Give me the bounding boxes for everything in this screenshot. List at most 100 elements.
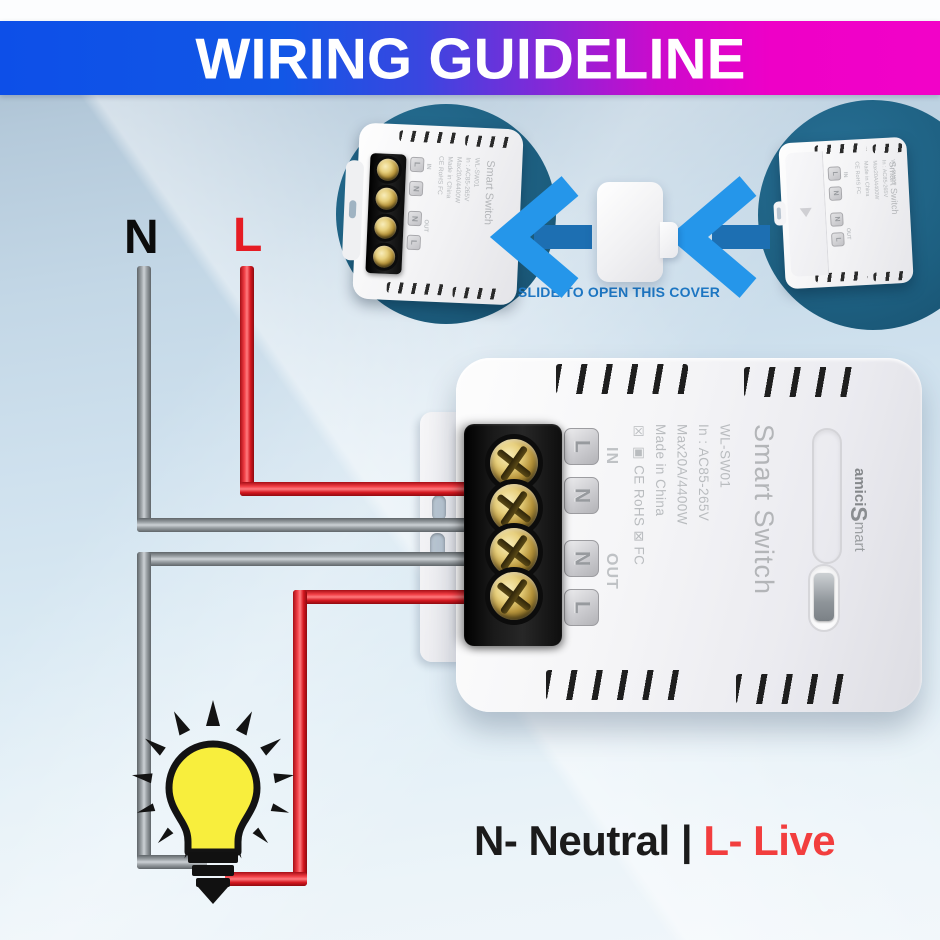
terminal-letter: N <box>831 190 840 197</box>
terminal-pill-out-l: L <box>564 589 599 626</box>
mini-open-terminal-block <box>365 153 407 275</box>
mini-in-label: IN <box>841 171 849 178</box>
mini-spec-text: WL-SW01 In : AC85-265V Max20A/4400W Made… <box>431 156 481 276</box>
mini-terminal-pill: N <box>407 210 423 227</box>
brand-prefix: amici <box>851 468 868 507</box>
top-white-strip <box>0 0 940 21</box>
device-model: WL-SW01 <box>717 424 733 489</box>
mini-open-vents <box>464 135 512 149</box>
mini-out-label: OUT <box>422 219 429 233</box>
mini-closed-vents <box>873 270 908 282</box>
bulb-glass <box>165 740 261 856</box>
terminal-cover <box>784 151 830 277</box>
double-insulation-icon: ▣ <box>631 444 647 461</box>
terminal-letter: L <box>570 440 594 453</box>
device-origin: Made in China <box>653 424 668 517</box>
brand-s: S <box>846 506 872 522</box>
device-groove <box>812 428 842 564</box>
slide-switch-knob <box>814 573 834 621</box>
legend-separator: | <box>680 817 693 864</box>
mini-closed-slot <box>776 207 782 220</box>
title-banner: WIRING GUIDELINE <box>0 21 940 95</box>
mini-terminal-pill: N <box>829 212 844 227</box>
neutral-wire-out-horizontal <box>137 552 470 566</box>
device-vents-bottom <box>736 674 858 704</box>
mini-terminal-pill: L <box>831 232 845 247</box>
terminal-letter: N <box>833 216 841 223</box>
weee-bin-icon: ☒ <box>631 424 647 441</box>
live-wire-out-vertical <box>293 590 307 886</box>
terminal-pill-out-n: N <box>564 540 599 577</box>
device-product-name: Smart Switch <box>749 424 779 596</box>
device-vents-top <box>556 364 688 394</box>
brand-logo: amiciSmart <box>845 468 872 552</box>
live-wire-in-horizontal <box>240 482 470 496</box>
terminal-screw-icon <box>373 216 397 240</box>
brand-suffix: mart <box>851 521 868 552</box>
terminal-pill-in-l: L <box>564 428 599 465</box>
terminal-letter: N <box>411 185 421 192</box>
cover-tab <box>660 222 678 258</box>
device-max-load: Max20A/4400W <box>674 424 690 525</box>
mini-out-label: OUT <box>844 227 852 240</box>
neutral-wire-in-horizontal <box>137 518 470 532</box>
terminal-letter: L <box>570 601 594 614</box>
legend-neutral: N- Neutral <box>474 817 670 864</box>
mini-terminal-pill: L <box>406 234 422 251</box>
terminal-screw-icon <box>372 245 396 269</box>
bulb-screw-base <box>188 852 238 904</box>
live-wire-to-bulb <box>225 872 307 886</box>
mini-terminal-pill: N <box>408 180 424 197</box>
terminal-block <box>464 424 562 646</box>
device-input-rating: In : AC85-265V <box>696 424 711 522</box>
mini-terminal-pill: L <box>409 156 425 173</box>
legend-live: L- Live <box>703 817 836 864</box>
terminal-letter: L <box>409 239 419 246</box>
fcc-mark: FC <box>631 546 647 566</box>
legend: N- Neutral | L- Live <box>474 817 836 865</box>
terminal-screw-icon <box>490 439 538 487</box>
mini-in-label: IN <box>424 163 432 170</box>
terminal-screw-icon <box>490 528 538 576</box>
neutral-label: N <box>124 211 159 264</box>
in-group-label: IN <box>603 447 620 465</box>
live-label: L <box>233 209 263 262</box>
device-cert-marks: ☒ ▣ CE RoHS ⊠ FC <box>628 424 650 642</box>
slide-left-arrow-icon <box>667 176 770 298</box>
terminal-letter: N <box>570 550 594 567</box>
live-wire-in-vertical <box>240 266 254 496</box>
slide-switch <box>808 564 840 632</box>
neutral-wire-out-vertical <box>137 552 151 869</box>
no-dispose-icon: ⊠ <box>631 530 647 543</box>
removed-cover-piece <box>597 182 678 282</box>
page-title: WIRING GUIDELINE <box>194 25 746 91</box>
mini-closed-mount-notch <box>773 201 787 226</box>
device-vents-bottom <box>546 670 682 700</box>
mount-slot <box>432 495 446 521</box>
terminal-screw-icon <box>375 187 399 211</box>
ce-mark: CE <box>631 465 647 485</box>
rohs-mark: RoHS <box>631 488 647 527</box>
slide-left-arrow-icon <box>489 176 592 298</box>
mini-terminal-pill: L <box>827 166 842 181</box>
mini-device-closed: L N N L IN OUT WL-SW01 In : AC85-265V Ma… <box>773 136 914 290</box>
terminal-pill-in-n: N <box>564 477 599 514</box>
light-bulb-icon <box>132 700 294 904</box>
neutral-wire-in-vertical <box>137 266 151 532</box>
mini-open-screw-hole <box>348 200 357 219</box>
mini-closed-vents <box>872 142 903 154</box>
terminal-screw-icon <box>490 572 538 620</box>
cover-arrow-marker-icon <box>799 207 813 218</box>
terminal-letter: L <box>412 161 422 168</box>
terminal-letter: L <box>830 171 839 176</box>
live-wire-out-horizontal <box>293 590 470 604</box>
terminal-screw-icon <box>376 158 400 182</box>
terminal-letter: N <box>570 487 594 504</box>
out-group-label: OUT <box>603 553 620 590</box>
device-vents-top <box>744 367 864 397</box>
terminal-letter: L <box>834 237 842 242</box>
device-spec-text: WL-SW01 In : AC85-265V Max20A/4400W Made… <box>628 424 736 642</box>
mini-terminal-pill: N <box>828 186 843 201</box>
terminal-letter: N <box>410 215 420 222</box>
